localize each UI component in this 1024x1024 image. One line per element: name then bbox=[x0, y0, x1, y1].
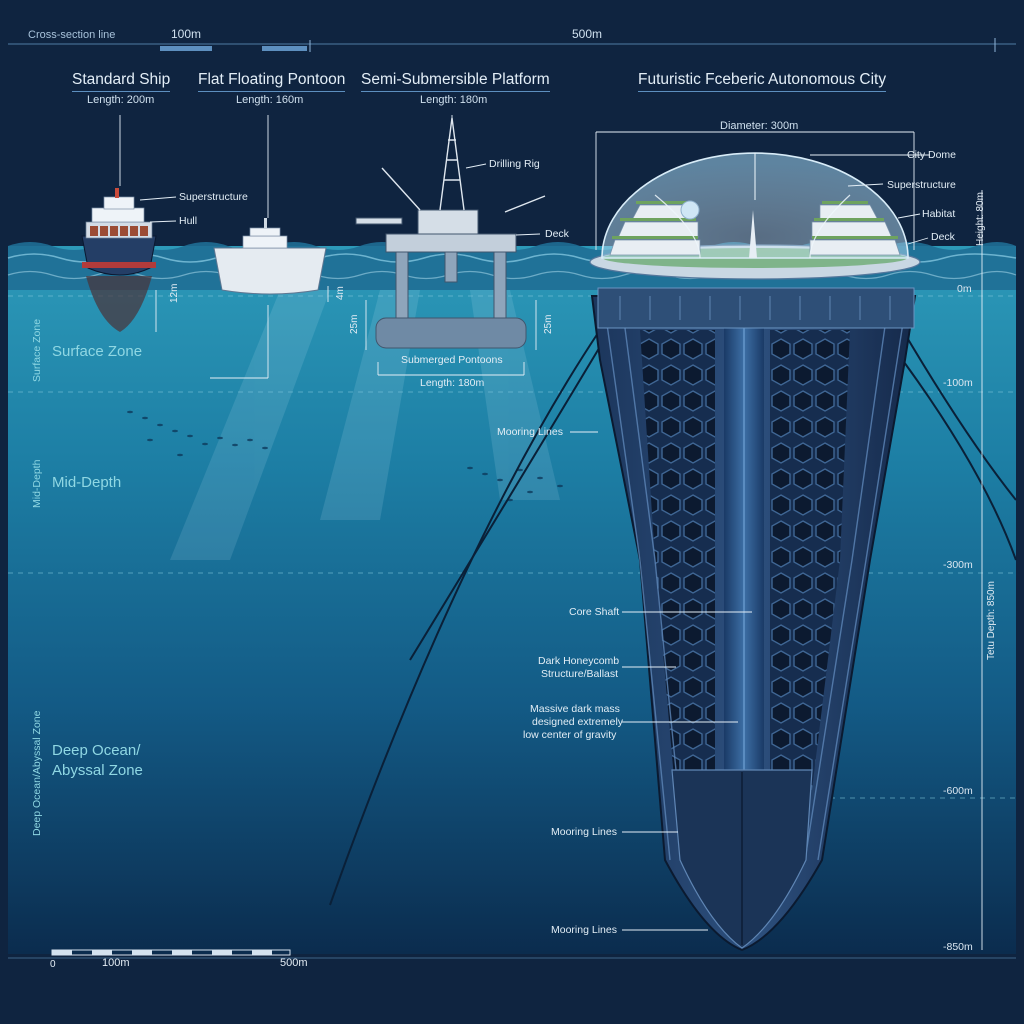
mass-label-line3: low center of gravity bbox=[523, 729, 617, 741]
semi-length: Length: 180m bbox=[420, 94, 488, 106]
depth-0: 0m bbox=[957, 283, 972, 295]
scale-mark-500: 500m bbox=[572, 27, 603, 41]
mass-label-line2: designed extremely bbox=[532, 716, 624, 728]
deep-zone-label-line2: Abyssal Zone bbox=[52, 762, 143, 779]
ship-title: Standard Ship bbox=[72, 72, 171, 92]
bottom-scale-zero: 0 bbox=[50, 959, 56, 970]
semi-title: Semi-Submersible Platform bbox=[361, 72, 550, 92]
city-superstructure-label: Superstructure bbox=[887, 179, 956, 191]
scale-caption: Cross-section line bbox=[28, 29, 116, 41]
city-title: Futuristic Fceberic Autonomous City bbox=[638, 72, 887, 92]
scale-mark-100: 100m bbox=[171, 27, 202, 41]
mid-depth-label: Mid-Depth bbox=[52, 474, 122, 491]
mass-label-line1: Massive dark mass bbox=[530, 703, 620, 715]
city-dome-label: City Dome bbox=[907, 149, 957, 161]
drilling-rig-label: Drilling Rig bbox=[489, 158, 540, 170]
deep-zone-vertical: Deep Ocean/Abyssal Zone bbox=[31, 710, 43, 837]
mooring-lines-label-1: Mooring Lines bbox=[497, 426, 563, 438]
depth-100: -100m bbox=[943, 377, 973, 389]
core-shaft-label: Core Shaft bbox=[569, 606, 620, 618]
city-diameter: Diameter: 300m bbox=[720, 120, 799, 132]
bottom-scale-500: 500m bbox=[280, 957, 308, 969]
city-height: Height: 80m bbox=[975, 192, 986, 246]
city-habitat-label: Habitat bbox=[922, 208, 956, 220]
submerged-pontoons-label: Submerged Pontoons bbox=[401, 354, 503, 366]
semi-length-bottom: Length: 180m bbox=[420, 377, 485, 389]
semi-draft-left: 25m bbox=[349, 314, 360, 334]
mooring-lines-label-2: Mooring Lines bbox=[551, 826, 617, 838]
ship-superstructure-label: Superstructure bbox=[179, 191, 248, 203]
depth-300: -300m bbox=[943, 559, 973, 571]
ship-hull-label: Hull bbox=[179, 215, 198, 227]
honeycomb-label-line2: Structure/Ballast bbox=[541, 668, 619, 680]
bottom-scale-100: 100m bbox=[102, 957, 130, 969]
honeycomb-label-line1: Dark Honeycomb bbox=[538, 655, 620, 667]
pontoon-draft: 4m bbox=[335, 286, 346, 300]
city-deck-label: Deck bbox=[931, 231, 955, 243]
surface-zone-vertical: Surface Zone bbox=[31, 318, 43, 382]
mooring-lines-label-3: Mooring Lines bbox=[551, 924, 617, 936]
ship-length: Length: 200m bbox=[87, 94, 155, 106]
total-depth-label: Tetu Depth: 850m bbox=[986, 581, 997, 660]
semi-deck-label: Deck bbox=[545, 228, 569, 240]
ship-draft: 12m bbox=[169, 283, 180, 303]
pontoon-title: Flat Floating Pontoon bbox=[198, 72, 346, 92]
deep-zone-label-line1: Deep Ocean/ bbox=[52, 742, 141, 759]
depth-850: -850m bbox=[943, 941, 973, 953]
mid-depth-vertical: Mid-Depth bbox=[31, 459, 43, 508]
semi-draft-right: 25m bbox=[543, 314, 554, 334]
surface-zone-label: Surface Zone bbox=[52, 343, 143, 360]
pontoon-length: Length: 160m bbox=[236, 94, 304, 106]
depth-600: -600m bbox=[943, 785, 973, 797]
